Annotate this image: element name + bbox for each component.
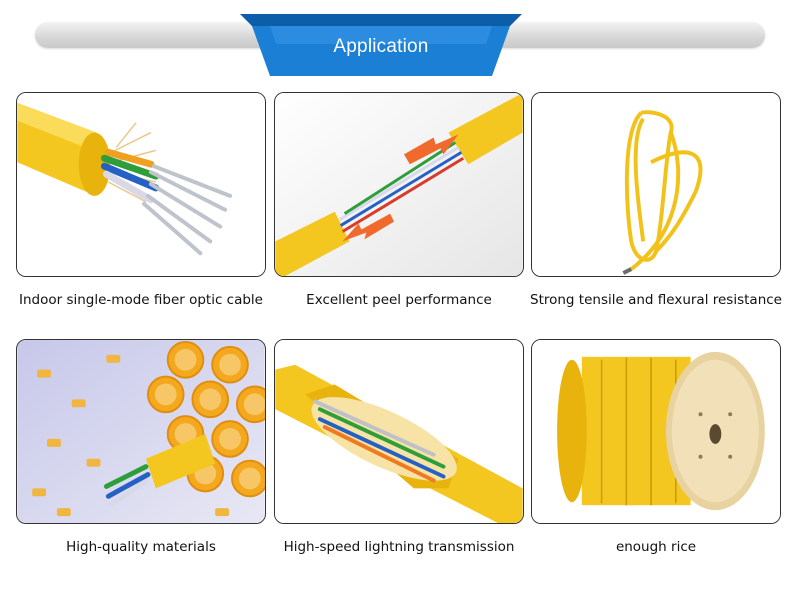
- card-materials: [16, 339, 266, 524]
- cross-section-image: [275, 340, 523, 523]
- card-fiber-cable: [16, 92, 266, 277]
- card-tensile: [531, 92, 781, 277]
- card-reel: [531, 339, 781, 524]
- drum-reel-image: [532, 340, 780, 523]
- caption-reel: enough rice: [615, 539, 697, 555]
- header-title: Application: [333, 36, 429, 57]
- card-transmission: [274, 339, 524, 524]
- fiber-cable-image: [17, 93, 265, 276]
- caption-materials: High-quality materials: [66, 539, 216, 555]
- caption-fiber-cable: Indoor single-mode fiber optic cable: [18, 292, 263, 308]
- coiled-cable-image: [532, 93, 780, 276]
- caption-transmission: High-speed lightning transmission: [283, 539, 515, 555]
- card-peel: [274, 92, 524, 277]
- tube-pile-image: [17, 340, 265, 523]
- header-tab: Application: [240, 14, 522, 84]
- peeled-cable-image: [275, 93, 523, 276]
- caption-tensile: Strong tensile and flexural resistance: [530, 292, 782, 308]
- caption-peel: Excellent peel performance: [306, 292, 492, 308]
